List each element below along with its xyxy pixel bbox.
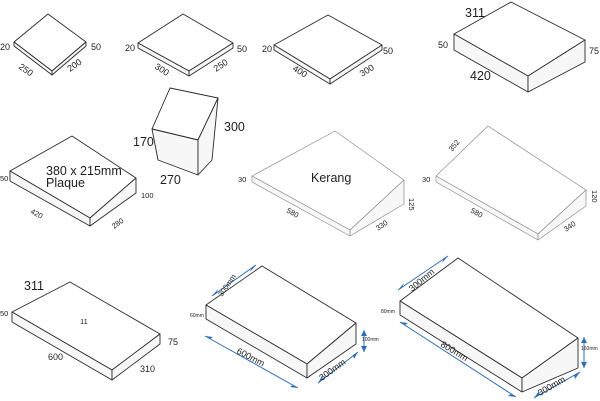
label-s6-h-left: 50 (0, 174, 8, 183)
label-s2-h-right: 50 (237, 44, 247, 54)
label-s11-h-right: 160mm (581, 346, 598, 352)
label-s9-top: 311 (24, 279, 44, 293)
label-s4-top: 311 (465, 6, 485, 20)
label-s11-h-left: 80mm (381, 309, 395, 315)
label-s1-h-left: 20 (0, 42, 10, 52)
label-s6-text1: 380 x 215mm (46, 164, 122, 178)
label-s3-h-left: 20 (262, 44, 272, 54)
label-s6-d: 280 (110, 216, 125, 231)
label-s5-w: 270 (160, 173, 181, 187)
label-s10-h-left: 60mm (190, 313, 204, 319)
wedge-s6: 380 x 215mm Plaque 50 100 420 280 (0, 135, 154, 231)
wedge-s9: 311 11 50 75 600 310 (0, 279, 178, 381)
label-s9-w: 600 (48, 352, 63, 362)
label-s7-h-left: 30 (238, 175, 246, 184)
label-s8-top: 352 (447, 138, 462, 153)
label-s1-h-right: 50 (91, 42, 101, 52)
wedge-s8: 352 30 120 580 340 (422, 125, 599, 241)
label-s10-h-right: 100mm (362, 337, 379, 343)
wedge-s1: 20 50 250 200 (0, 13, 101, 78)
label-s3-d: 300 (358, 62, 376, 78)
label-s9-h-right: 75 (168, 337, 178, 347)
label-s7-center: Kerang (311, 171, 351, 185)
wedge-s3: 20 50 400 300 (262, 14, 393, 85)
wedge-s11: 300mm 80mm 160mm 800mm 300mm (381, 255, 598, 399)
label-s8-h-right: 120 (590, 190, 599, 203)
label-s4-w: 420 (470, 69, 491, 83)
label-s5-h-right: 300 (224, 120, 245, 134)
wedge-s7: Kerang 30 125 580 330 (238, 130, 416, 237)
label-s7-h-right: 125 (407, 198, 416, 211)
label-s9-h-left: 50 (0, 309, 8, 318)
label-s5-h-left: 170 (133, 135, 154, 149)
label-s4-h-right: 75 (589, 46, 599, 56)
label-s9-d: 310 (140, 364, 155, 374)
label-s4-h-left: 50 (438, 40, 448, 50)
label-s8-h-left: 30 (422, 175, 430, 184)
label-s6-w: 420 (29, 207, 44, 221)
label-s1-w: 250 (17, 61, 35, 78)
wedge-s10: 300mm 60mm 100mm 600mm 300mm (190, 264, 379, 389)
label-s3-h-right: 50 (383, 46, 393, 56)
wedge-s4: 311 50 75 420 (438, 1, 599, 93)
label-s7-w: 580 (285, 206, 300, 220)
block-s5: 170 300 270 (133, 87, 245, 187)
label-s2-h-left: 20 (125, 43, 135, 53)
wedge-s2: 20 50 300 250 (125, 13, 247, 78)
label-s9-center: 11 (80, 317, 88, 326)
label-s6-text2: Plaque (46, 176, 85, 190)
label-s6-h-right: 100 (141, 191, 154, 200)
